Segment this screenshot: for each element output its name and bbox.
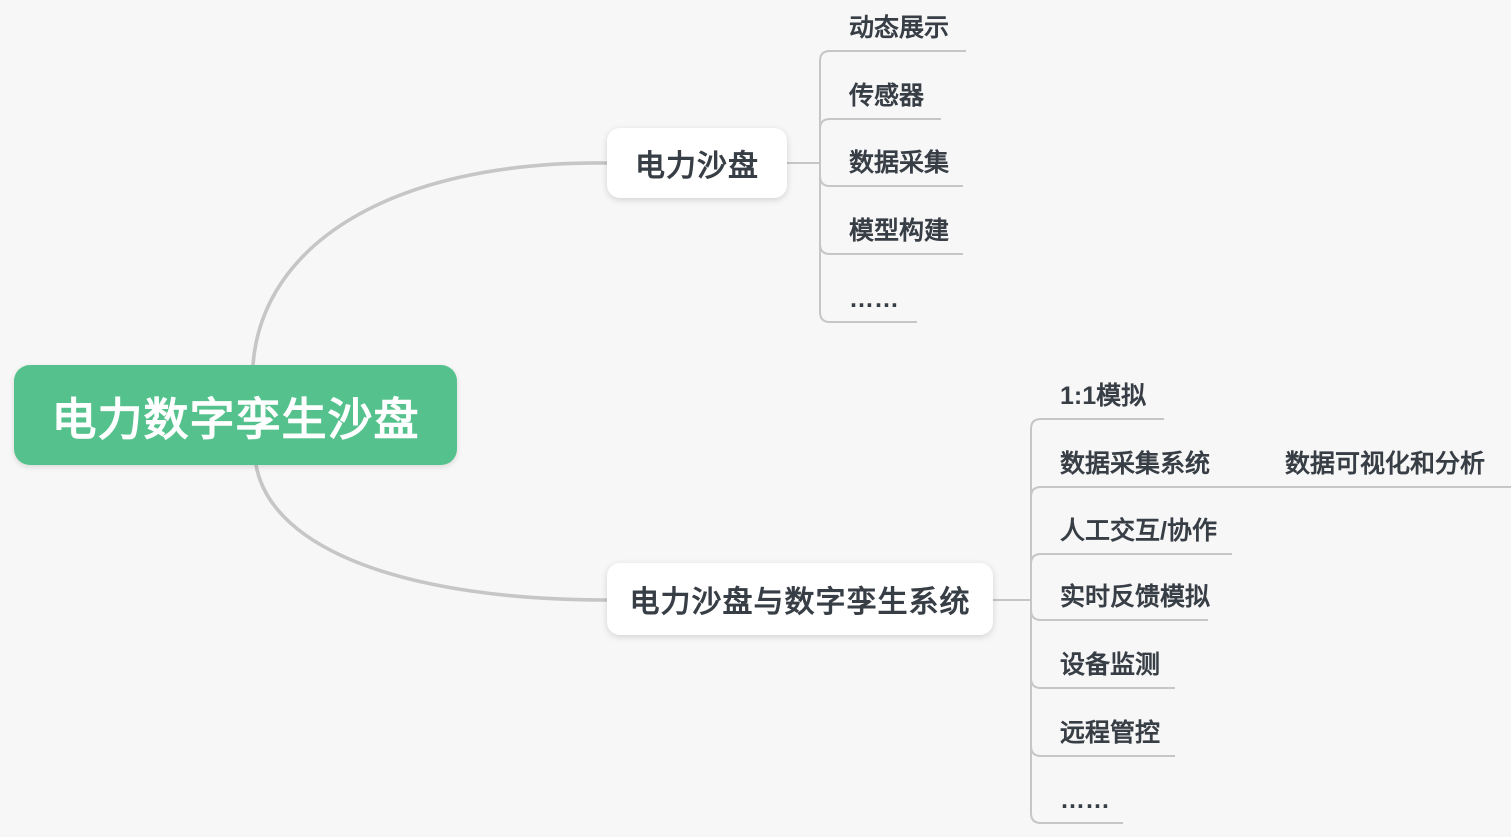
branch1-child2-line [819,118,941,163]
branch2-child2-line [1030,486,1511,600]
branch-topic-twin-system[interactable]: 电力沙盘与数字孪生系统 [607,563,993,635]
child-topic-sensor[interactable]: 传感器 [849,82,925,110]
branch1-child1-line [819,50,966,163]
child-topic-1to1-simulation[interactable]: 1:1模拟 [1060,382,1147,410]
branch-topic-power-sandbox[interactable]: 电力沙盘 [607,128,787,198]
child-topic-data-visualization[interactable]: 数据可视化和分析 [1285,450,1486,478]
child-topic-ellipsis-bottom[interactable]: …… [1060,786,1110,814]
child-topic-device-monitoring[interactable]: 设备监测 [1060,651,1161,679]
root-branch2-curve [254,463,609,602]
child-topic-model-building[interactable]: 模型构建 [849,217,950,245]
child-topic-realtime-feedback[interactable]: 实时反馈模拟 [1060,583,1211,611]
child-topic-ellipsis-top[interactable]: …… [849,285,899,313]
root-branch1-curve [251,161,609,367]
child-topic-human-interaction[interactable]: 人工交互/协作 [1060,517,1217,545]
branch1-child5-line [819,163,917,323]
branch2-child1-line [1030,418,1164,600]
root-topic[interactable]: 电力数字孪生沙盘 [14,365,457,465]
child-topic-data-acq-system[interactable]: 数据采集系统 [1060,450,1211,478]
child-topic-data-collection[interactable]: 数据采集 [849,149,950,177]
branch2-child3-line [1030,553,1232,600]
child-topic-remote-control[interactable]: 远程管控 [1060,719,1161,747]
child-topic-dynamic-display[interactable]: 动态展示 [849,14,950,42]
branch2-child7-line [1030,600,1123,824]
